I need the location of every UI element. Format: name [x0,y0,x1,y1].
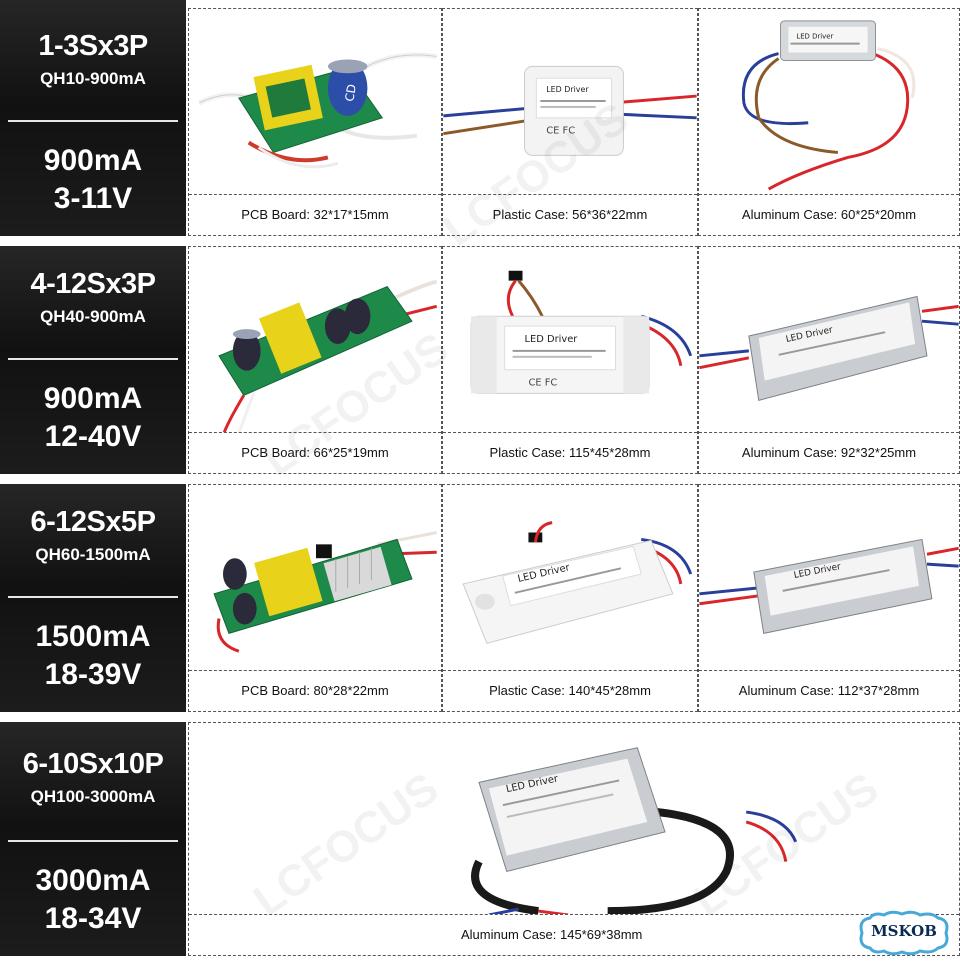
row-label-panel: 1-3Sx3P QH10-900mA 900mA 3-11V [0,0,186,236]
product-caption: Plastic Case: 56*36*22mm [443,194,697,235]
output-current: 3000mA [35,864,151,897]
product-cell-aluminum: LED Driver Aluminum Case: 60*25*20mm [698,8,960,236]
aluminum-case-image: LED Driver [189,723,959,915]
output-voltage: 12-40V [44,420,142,453]
series-config: 6-12Sx5P [30,506,157,538]
product-cell-pcb: PCB Board: 66*25*19mm [188,246,442,474]
product-cell-plastic: LED Driver CE FC Plastic Case: 56*36*22m… [442,8,698,236]
output-voltage: 3-11V [53,182,133,215]
pcb-board-image [189,485,441,671]
product-cell-pcb: PCB Board: 80*28*22mm [188,484,442,712]
svg-text:CE FC: CE FC [528,378,557,389]
product-caption: Aluminum Case: 145*69*38mm [189,914,959,955]
series-config: 4-12Sx3P [30,268,157,300]
product-cell-aluminum: LED Driver Aluminum Case: 92*32*25mm [698,246,960,474]
output-current: 1500mA [35,620,151,653]
product-caption: Aluminum Case: 92*32*25mm [699,432,959,473]
model-number: QH100-3000mA [30,787,156,806]
svg-text:LED Driver: LED Driver [546,85,589,94]
product-caption: Aluminum Case: 60*25*20mm [699,194,959,235]
output-voltage: 18-39V [44,658,142,691]
plastic-case-image: LED Driver [443,485,697,671]
aluminum-case-image: LED Driver [699,247,959,433]
plastic-case-image: LED Driver CE FC [443,9,697,195]
row-label-panel: 6-12Sx5P QH60-1500mA 1500mA 18-39V [0,484,186,712]
plastic-case-image: LED Driver CE FC [443,247,697,433]
aluminum-case-image: LED Driver [699,9,959,195]
product-row-2: 4-12Sx3P QH40-900mA 900mA 12-40V PCB B [0,246,960,474]
pcb-board-image [189,247,441,433]
product-caption: Plastic Case: 115*45*28mm [443,432,697,473]
series-config: 6-10Sx10P [22,748,164,780]
product-row-4: 6-10Sx10P QH100-3000mA 3000mA 18-34V LED… [0,722,960,956]
svg-text:CE FC: CE FC [546,126,575,137]
product-cell-aluminum: LED Driver Aluminum Case: 145*69*38mm [188,722,960,956]
product-caption: PCB Board: 66*25*19mm [189,432,441,473]
output-current: 900mA [43,382,143,415]
product-caption: PCB Board: 32*17*15mm [189,194,441,235]
label-divider [8,358,178,360]
product-cell-plastic: LED Driver Plastic Case: 140*45*28mm [442,484,698,712]
model-number: QH10-900mA [40,69,146,88]
label-divider [8,120,178,122]
product-cell-pcb: CD PCB Board: 32*17*15mm [188,8,442,236]
product-caption: Aluminum Case: 112*37*28mm [699,670,959,711]
svg-text:LED Driver: LED Driver [796,33,833,41]
badge-text: MSKOB [871,922,937,940]
product-row-1: 1-3Sx3P QH10-900mA 900mA 3-11V CD [0,0,960,236]
row-label-panel: 6-10Sx10P QH100-3000mA 3000mA 18-34V [0,722,186,956]
model-number: QH60-1500mA [35,545,151,564]
product-row-3: 6-12Sx5P QH60-1500mA 1500mA 18-39V [0,484,960,712]
output-voltage: 18-34V [44,902,142,935]
mskob-badge: MSKOB [852,910,956,956]
row-label-panel: 4-12Sx3P QH40-900mA 900mA 12-40V [0,246,186,474]
product-caption: Plastic Case: 140*45*28mm [443,670,697,711]
label-divider [8,596,178,598]
series-config: 1-3Sx3P [38,30,148,62]
aluminum-case-image: LED Driver [699,485,959,671]
model-number: QH40-900mA [40,307,146,326]
label-divider [8,840,178,842]
product-cell-plastic: LED Driver CE FC Plastic Case: 115*45*28… [442,246,698,474]
svg-text:CD: CD [342,83,359,103]
svg-text:LED Driver: LED Driver [524,334,578,345]
product-caption: PCB Board: 80*28*22mm [189,670,441,711]
pcb-board-image: CD [189,9,441,195]
output-current: 900mA [43,144,143,177]
product-cell-aluminum: LED Driver Aluminum Case: 112*37*28mm [698,484,960,712]
